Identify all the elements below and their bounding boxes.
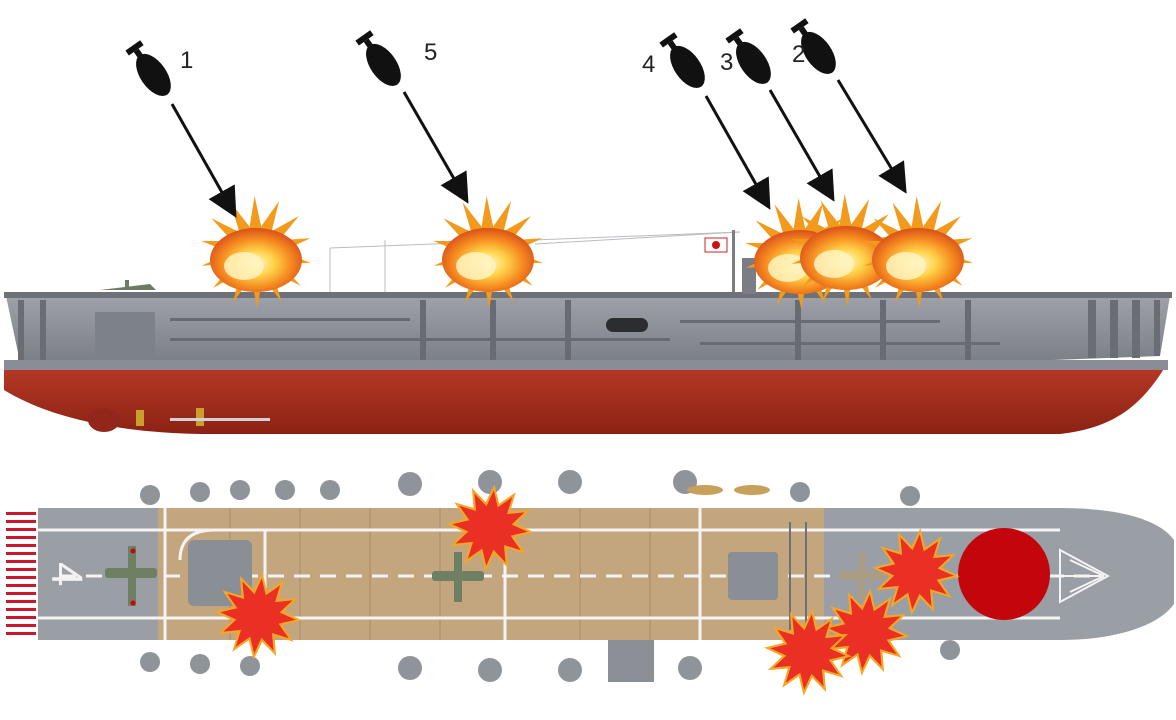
bomb-trajectory-arrow <box>768 89 835 202</box>
propellers <box>136 408 204 426</box>
bomb-sequence: 1 5 4 3 2 <box>125 18 907 218</box>
hit-burst-marker <box>214 572 302 660</box>
fireball-explosion <box>201 196 311 308</box>
hit-burst-marker <box>872 528 960 616</box>
stern-stripe <box>6 512 36 515</box>
hinomaru-circle <box>958 528 1050 620</box>
stern-stripes <box>4 508 38 640</box>
hull-waterline-red <box>4 362 1168 434</box>
side-view-explosions <box>201 194 973 310</box>
island-base <box>742 258 756 294</box>
fireball-explosion <box>863 196 973 308</box>
deck-aircraft-3 <box>840 552 886 600</box>
stern-stripe <box>6 568 36 571</box>
stern-stripe <box>6 592 36 595</box>
bomb-number-label: 4 <box>642 51 655 78</box>
stern-stripe <box>6 576 36 579</box>
bomb-number-label: 3 <box>720 49 733 76</box>
deck-aircraft-2 <box>432 552 484 602</box>
center-elevator <box>728 552 778 600</box>
bomb-3: 3 <box>720 28 835 202</box>
hit-burst-marker <box>764 608 852 696</box>
stern-stripe <box>6 520 36 523</box>
bomb-icon <box>659 32 705 88</box>
bomb-trajectory-arrow <box>402 91 469 204</box>
stern-stripe <box>6 536 36 539</box>
bomb-trajectory-arrow <box>170 103 237 218</box>
fireball-explosion <box>433 196 543 308</box>
island-mast <box>732 230 735 292</box>
bomb-icon <box>725 28 771 84</box>
hit-burst-marker <box>822 588 910 676</box>
aft-elevator <box>188 540 252 606</box>
stern-stripe <box>6 600 36 603</box>
stern-stripe <box>6 584 36 587</box>
stern-stripe <box>6 632 36 635</box>
bomb-number-label: 2 <box>792 41 805 68</box>
bomb-number-label: 1 <box>180 47 193 74</box>
top-view: 4 <box>4 470 1174 682</box>
hangar-side <box>6 296 1170 362</box>
bomb-icon <box>790 18 836 74</box>
sponsons <box>140 470 960 682</box>
boot-topping <box>4 360 1168 370</box>
bomb-icon <box>125 40 171 96</box>
stern-stripe <box>6 608 36 611</box>
bomb-5: 5 <box>355 30 469 204</box>
bomb-1: 1 <box>125 40 237 218</box>
bomb-trajectory-arrow <box>704 95 771 210</box>
bomb-icon <box>355 30 401 86</box>
deck-aircraft-1 <box>105 546 157 606</box>
hangar-openings <box>18 300 1160 362</box>
boats <box>687 485 770 495</box>
deck-number-marking: 4 <box>42 562 91 586</box>
flight-deck-edge <box>4 292 1172 298</box>
top-view-hit-markers <box>214 484 960 696</box>
deck-aircraft-aft <box>100 280 156 290</box>
side-view <box>4 230 1172 434</box>
stern-stripe <box>6 552 36 555</box>
stern-stripe <box>6 616 36 619</box>
bilge-keel <box>170 418 270 421</box>
rising-sun-flag <box>704 237 728 253</box>
stern-stripe <box>6 560 36 563</box>
bomb-4: 4 <box>642 32 771 210</box>
stern-stripe <box>6 544 36 547</box>
stern-stripe <box>6 624 36 627</box>
bomb-2: 2 <box>790 18 907 194</box>
bow-arrow-marking <box>1059 548 1111 604</box>
bomb-number-label: 5 <box>424 39 437 66</box>
rudder <box>88 408 120 432</box>
arrester-ladder <box>789 522 807 630</box>
bomb-trajectory-arrow <box>836 79 907 194</box>
stern-stripe <box>6 528 36 531</box>
hangar-windows <box>170 300 1000 360</box>
hit-burst-marker <box>446 484 534 572</box>
